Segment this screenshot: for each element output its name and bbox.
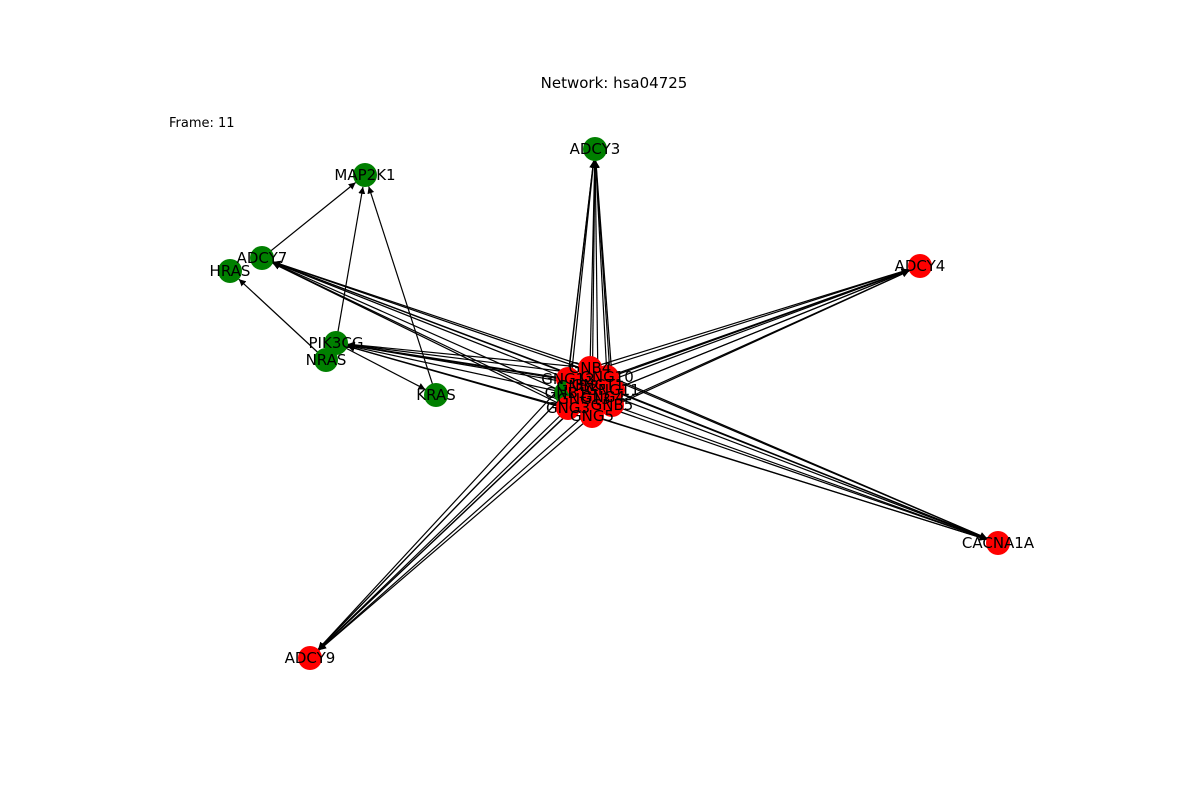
node-kras[interactable] [424, 383, 448, 407]
edge-gng10-to-adcy7 [273, 260, 608, 378]
edge-gngt1-to-adcy4 [597, 269, 909, 386]
edge-gng12-to-cacna1a [567, 378, 988, 540]
edge-gnb5-to-cacna1a [611, 404, 987, 540]
node-cacna1a[interactable] [986, 531, 1010, 555]
node-label-adcy3: ADCY3 [570, 140, 621, 158]
node-label-pik3cg: PIK3CG [309, 334, 364, 352]
edge-gnb1-to-adcy4 [565, 269, 909, 394]
node-label-kras: KRAS [416, 386, 455, 404]
edge-gnb1-to-adcy3 [565, 160, 597, 394]
node-adcy9[interactable] [298, 646, 322, 670]
node-layer [218, 137, 1010, 670]
edge-gnb5-to-adcy3 [592, 160, 613, 406]
edge-gng5-to-adcy9 [318, 415, 593, 651]
edge-kras-to-map2k1 [367, 186, 437, 396]
node-adcy7[interactable] [250, 246, 274, 270]
edge-gng10-to-cacna1a [606, 376, 988, 539]
edge-adcy7-to-map2k1 [261, 182, 357, 259]
node-label-gng13: GNG13 [557, 390, 611, 408]
node-adcy3[interactable] [583, 137, 607, 161]
node-label-adcy7: ADCY7 [237, 249, 288, 267]
edge-gngt1-to-adcy3 [591, 160, 599, 386]
node-hras[interactable] [218, 259, 242, 283]
edge-gng3-to-adcy9 [318, 407, 569, 651]
node-label-gnb1: GNB1 [545, 384, 588, 402]
node-nras[interactable] [314, 348, 338, 372]
edge-gnb1-to-pik3cg [347, 343, 567, 394]
node-label-gnb5: GNB5 [591, 396, 634, 414]
node-label-adcy9: ADCY9 [285, 649, 336, 667]
edge-nras-to-hras [238, 278, 327, 361]
node-label-map2k1: MAP2K1 [334, 166, 395, 184]
node-label-hras: HRAS [210, 262, 251, 280]
edge-layer [238, 160, 988, 651]
node-label-gngt1: GNGT1 [572, 376, 625, 394]
node-label-adcy4: ADCY4 [895, 257, 946, 275]
edge-gnb1-to-adcy9 [317, 392, 567, 650]
node-label-cacna1a: CACNA1A [962, 534, 1035, 552]
edge-gng12-to-adcy7 [272, 261, 569, 380]
node-label-gng3: GNG3 [546, 399, 590, 417]
node-label-gng12: GNG12 [541, 370, 595, 388]
node-label-gng10: GNG10 [580, 368, 634, 386]
edge-gnb1-to-cacna1a [565, 392, 987, 541]
node-gng4[interactable] [591, 385, 615, 409]
chart-title: Network: hsa04725 [541, 74, 688, 92]
edge-gnb1-to-adcy7 [272, 262, 567, 394]
node-label-gng5: GNG5 [570, 407, 614, 425]
edge-gng5-to-cacna1a [591, 415, 987, 541]
edge-gngt1-to-adcy7 [273, 261, 599, 386]
edge-gnb4-to-adcy4 [589, 268, 909, 369]
frame-label: Frame: 11 [169, 116, 235, 131]
node-label-nras: NRAS [306, 351, 347, 369]
node-adcy4[interactable] [908, 254, 932, 278]
edge-gng12-to-adcy9 [317, 378, 569, 650]
edge-gng3-to-adcy7 [272, 262, 569, 409]
edge-gng12-to-adcy4 [567, 268, 909, 380]
node-map2k1[interactable] [353, 163, 377, 187]
edge-gngt1-to-adcy9 [318, 384, 599, 651]
edge-gnb5-to-adcy4 [611, 270, 910, 406]
edge-gng5-to-adcy7 [272, 262, 593, 417]
edge-gng10-to-adcy3 [592, 160, 608, 378]
node-label-gng4: GNG4 [581, 388, 625, 406]
edge-pik3cg-to-map2k1 [335, 186, 366, 344]
edge-gnb4-to-pik3cg [347, 341, 591, 369]
node-gnb2[interactable] [566, 374, 590, 398]
node-label-gnb2: GNB2 [557, 377, 600, 395]
edge-gngt1-to-cacna1a [597, 384, 988, 540]
node-label-gng11: GNG11 [586, 381, 640, 399]
edge-gng11-to-adcy9 [318, 389, 614, 651]
edge-gng5-to-pik3cg [347, 344, 593, 417]
node-label-gnb4: GNB4 [569, 359, 612, 377]
